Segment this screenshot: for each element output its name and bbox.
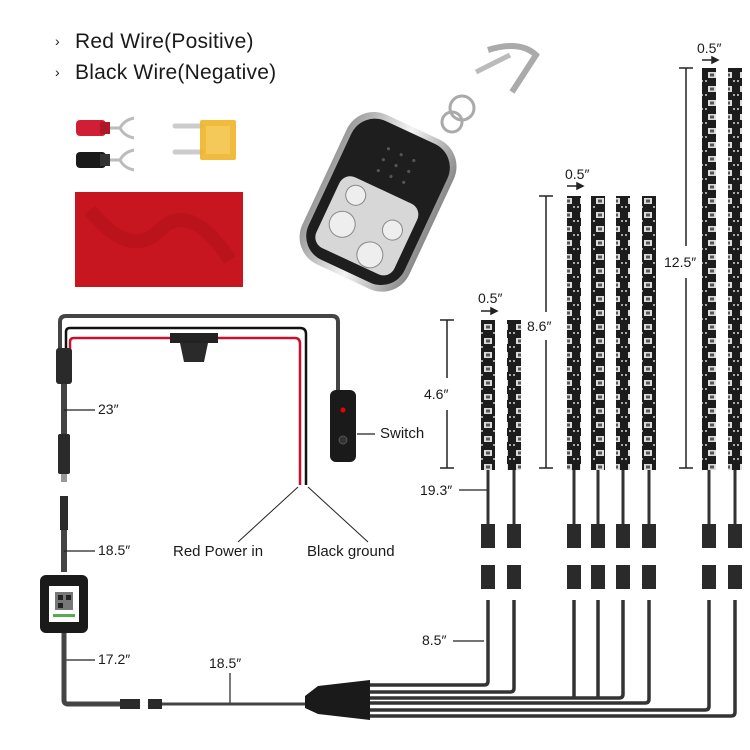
mini-blade-fuse	[172, 120, 236, 160]
chevron-right-icon: ›	[55, 64, 60, 80]
keyfob-remote	[299, 43, 540, 292]
strip-width-long: 0.5″	[697, 40, 722, 56]
strip-length-long: 12.5″	[664, 254, 697, 270]
inline-fuse-holder	[170, 333, 218, 362]
cable-length-18-5: 18.5″	[98, 542, 131, 558]
cable-length-19-3: 19.3″	[420, 482, 453, 498]
strip-connectors	[481, 524, 742, 589]
connector-pair	[567, 524, 581, 589]
dc-connector-male	[56, 348, 72, 482]
width-arrows	[481, 55, 720, 316]
legend-red-wire: › Red Wire(Positive)	[55, 30, 254, 54]
black-spade-terminal	[76, 148, 135, 172]
led-strip	[642, 196, 656, 470]
connector-pair	[481, 524, 495, 589]
led-strip	[481, 320, 495, 470]
strip-width-short: 0.5″	[478, 290, 503, 306]
cable-length-23: 23″	[98, 401, 119, 417]
connector-pair	[702, 524, 716, 589]
splitter-branches	[370, 600, 737, 718]
legend-label: Red Wire(Positive)	[75, 30, 254, 53]
connector-pair	[591, 524, 605, 589]
connector-pair	[728, 524, 742, 589]
strip-length-medium: 8.6″	[527, 318, 552, 334]
switch-wire	[58, 314, 340, 390]
rocker-switch	[330, 390, 356, 462]
led-strips-short	[481, 320, 521, 470]
led-strip	[591, 196, 605, 470]
red-spade-terminal	[76, 116, 135, 140]
strip-length-short: 4.6″	[424, 386, 449, 402]
black-power-wire	[64, 326, 308, 485]
chevron-right-icon: ›	[55, 33, 60, 49]
black-ground-label: Black ground	[307, 543, 395, 560]
jst-connector-pair	[120, 699, 162, 709]
red-power-in-label: Red Power in	[173, 543, 264, 560]
cable-length-8-5: 8.5″	[422, 632, 447, 648]
led-strips-long	[702, 68, 742, 470]
splitter-hub	[305, 680, 370, 720]
strip-tails	[486, 470, 737, 524]
led-strips-medium	[567, 196, 656, 470]
controller-output-cable	[61, 633, 120, 707]
switch-label: Switch	[380, 425, 425, 442]
connector-pair	[616, 524, 630, 589]
led-strip	[616, 196, 630, 470]
connector-pair	[642, 524, 656, 589]
led-strip	[702, 68, 716, 470]
connector-pair	[507, 524, 521, 589]
bluetooth-controller	[40, 575, 88, 633]
led-strip	[507, 320, 521, 470]
dimension-lines	[440, 67, 693, 469]
legend-label: Black Wire(Negative)	[75, 61, 277, 84]
dc-connector-female	[60, 496, 68, 572]
led-strip	[728, 68, 742, 470]
cable-length-18-5-extension: 18.5″	[209, 655, 242, 671]
strip-width-medium: 0.5″	[565, 166, 590, 182]
cable-length-17-2: 17.2″	[98, 651, 131, 667]
red-adhesive-pad	[75, 192, 243, 287]
led-strip	[567, 196, 581, 470]
legend-black-wire: › Black Wire(Negative)	[55, 61, 276, 85]
